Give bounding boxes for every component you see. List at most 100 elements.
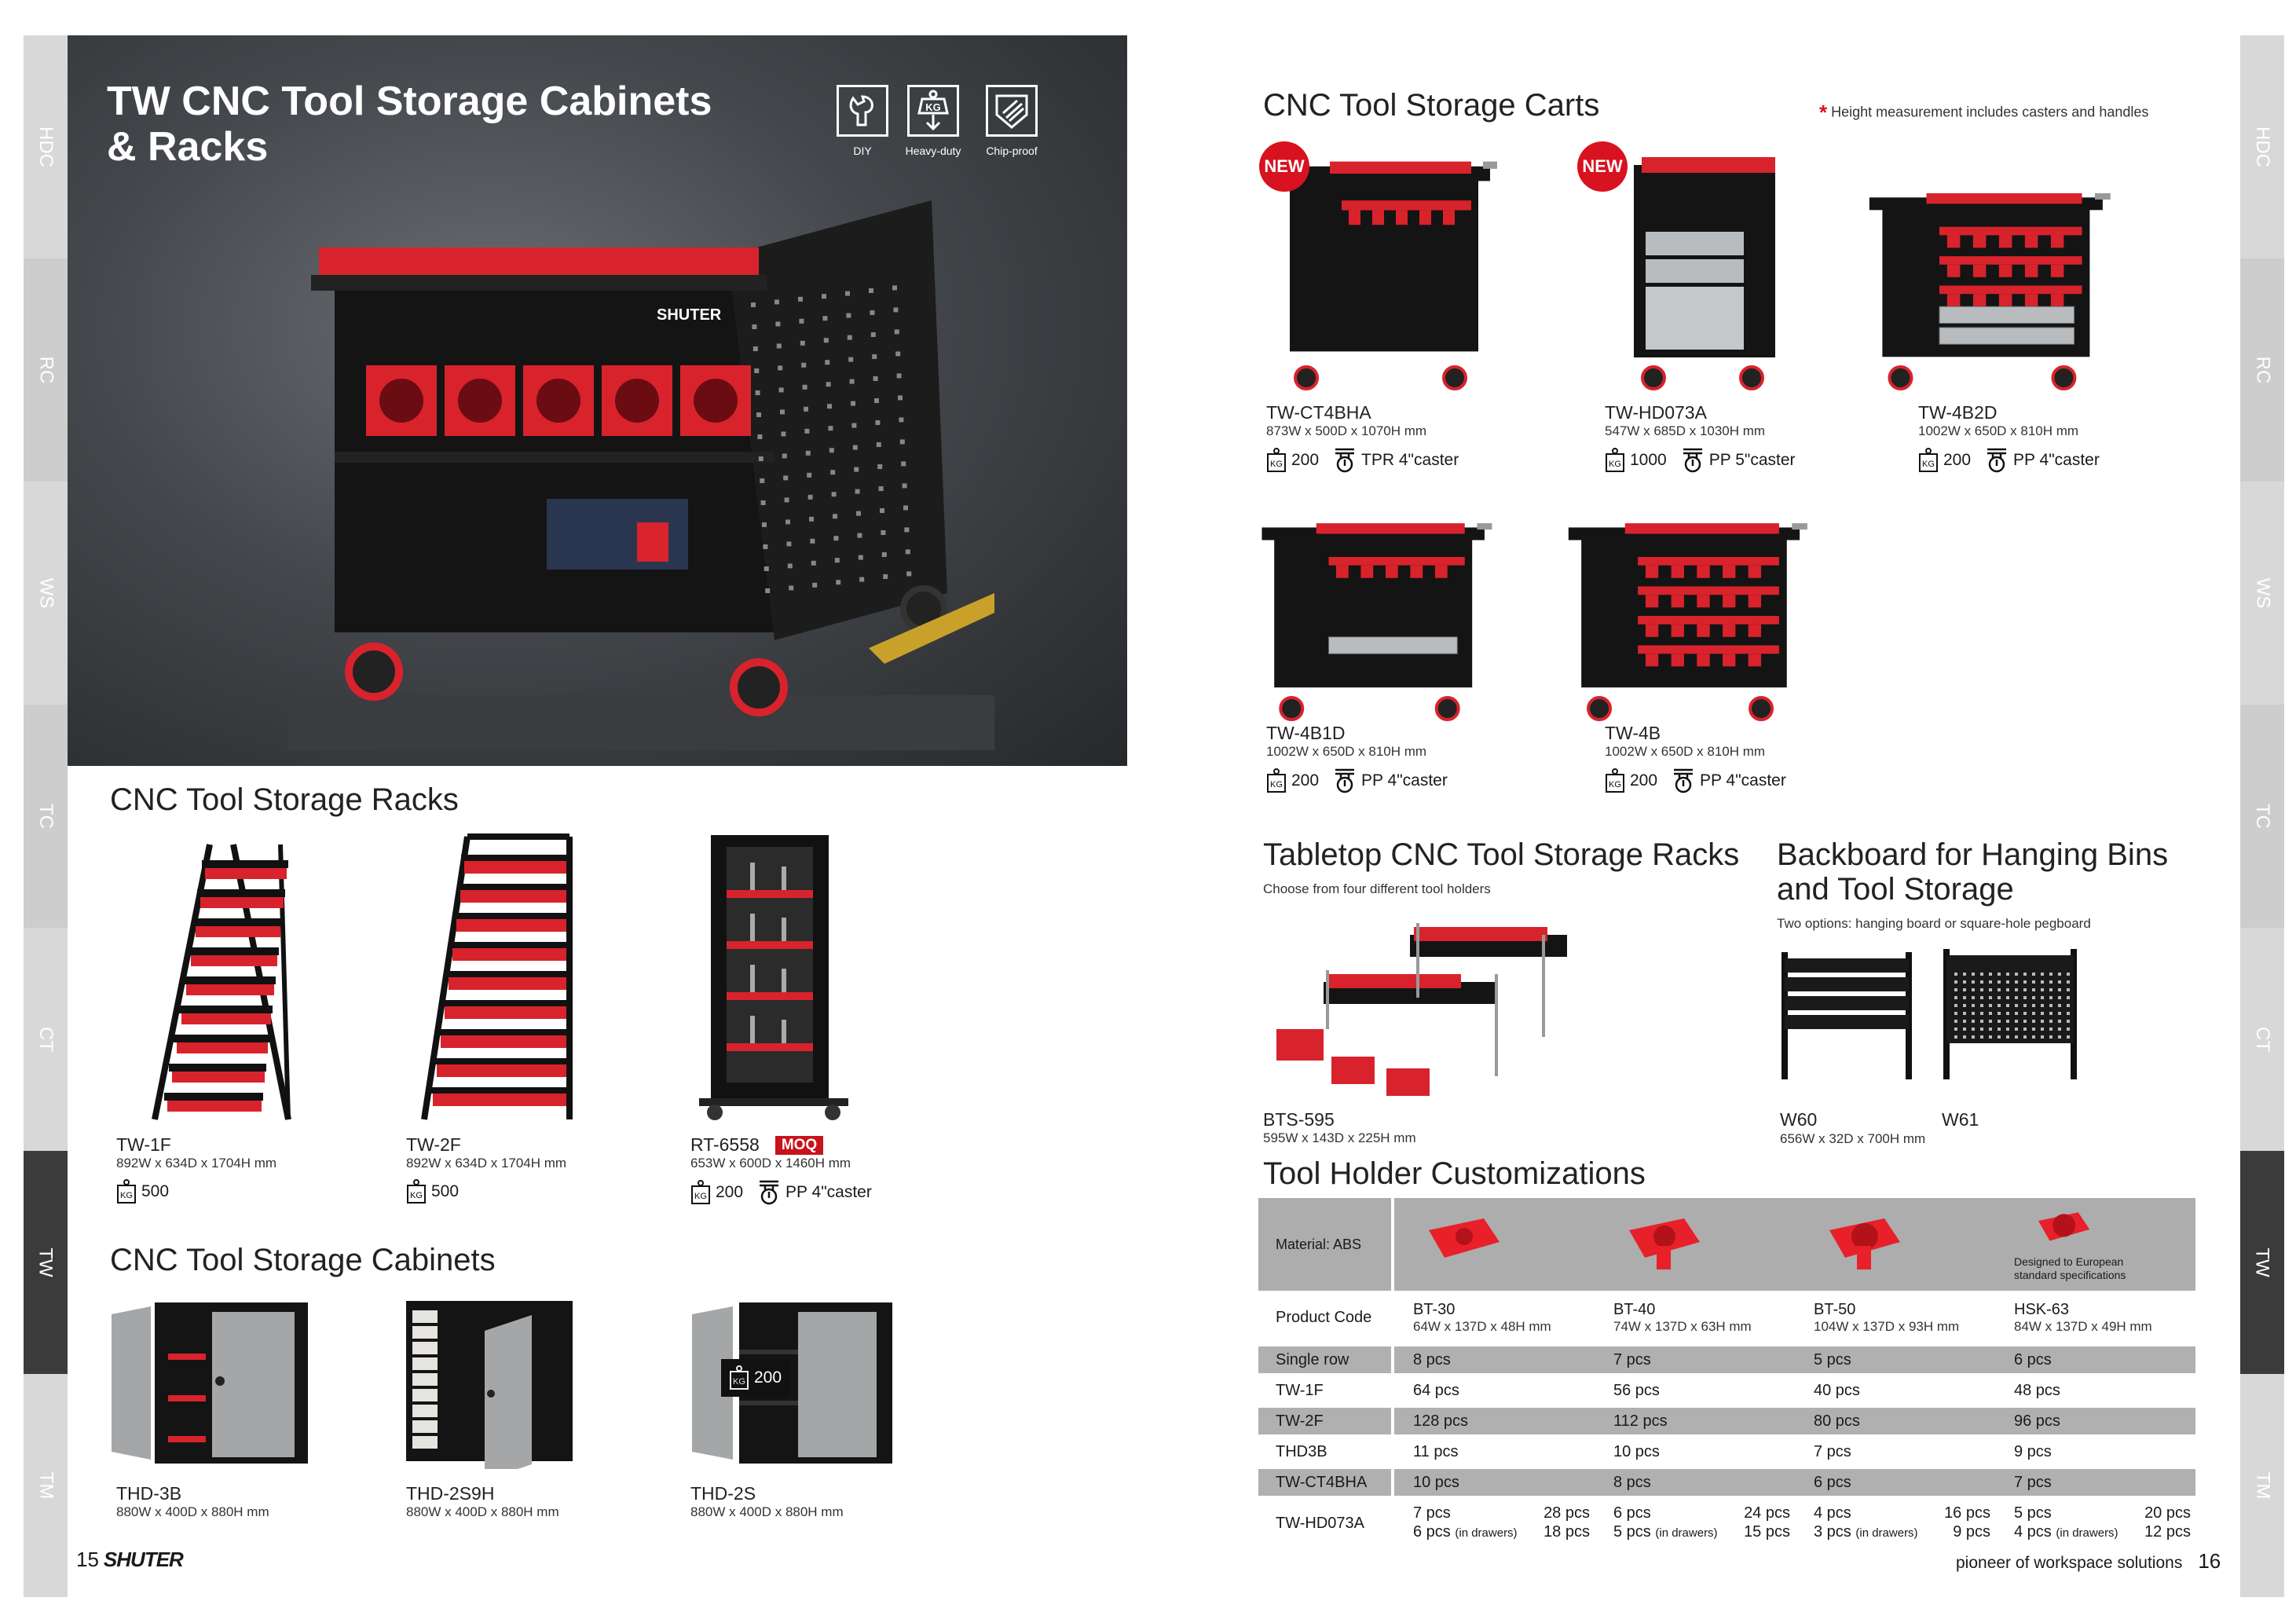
tw-2f-image (412, 833, 581, 1123)
side-tab-ct[interactable]: CT (24, 928, 68, 1151)
tab-label: WS (35, 577, 57, 609)
quantity-cell: 112 pcs (1613, 1412, 1668, 1430)
quantity-cell: 11 pcs (1413, 1442, 1459, 1460)
brand-logo: SHUTER (103, 1548, 184, 1571)
product-code: BTS-595 (1263, 1109, 1335, 1130)
load-value: 200 (1291, 451, 1320, 469)
bt-40-image (1595, 1211, 1795, 1278)
tab-label: CT (35, 1027, 57, 1052)
side-tab-hdc[interactable]: HDC (2240, 35, 2284, 258)
product-code-w61[interactable]: W61 (1942, 1109, 1979, 1130)
quantity-cell: 56 pcs (1613, 1381, 1660, 1399)
holder-code: BT-30 (1413, 1300, 1456, 1318)
drawer-qty: 5 pcs (1613, 1523, 1651, 1541)
side-tab-rc[interactable]: RC (24, 258, 68, 482)
moq-badge: MOQ (774, 1135, 824, 1155)
caster-icon (1333, 768, 1357, 794)
drawer-note: (in drawers) (1455, 1526, 1518, 1540)
load-value: 200 (1943, 451, 1972, 469)
svg-text:KG: KG (120, 1191, 133, 1200)
quantity-cell: 128 pcs (1413, 1412, 1469, 1430)
caster-icon (757, 1179, 781, 1206)
page-number: 15 (76, 1548, 99, 1571)
product-code-w60[interactable]: W60 (1780, 1109, 1818, 1130)
drawer-note: (in drawers) (1855, 1526, 1918, 1540)
side-tab-rc[interactable]: RC (2240, 258, 2284, 482)
caster-value: PP 4"caster (2013, 451, 2100, 469)
per-row-qty: 7 pcs (1413, 1504, 1451, 1522)
total-qty: 16 pcs (1944, 1504, 1990, 1522)
holder-dims: 64W x 137D x 48H mm (1413, 1318, 1551, 1334)
tab-label: TC (35, 804, 57, 829)
side-tab-tm[interactable]: TM (24, 1374, 68, 1597)
side-tab-ws[interactable]: WS (2240, 482, 2284, 705)
caster-icon (1985, 447, 2009, 474)
quantity-cell: 8 pcs (1613, 1473, 1651, 1491)
weight-kg-icon: KG (907, 85, 959, 137)
side-tab-tc[interactable]: TC (2240, 705, 2284, 928)
weight-kg-icon: KG (690, 1180, 711, 1205)
side-tabs-right: HDC RC WS TC CT TW TM (2240, 35, 2284, 1597)
weight-kg-icon: KG (729, 1365, 749, 1390)
quantity-cell: 7 pcs (1814, 1442, 1851, 1460)
holder-code: HSK-63 (2014, 1300, 2070, 1318)
rt-6558-image (695, 831, 852, 1122)
product-code-label: Product Code (1276, 1308, 1372, 1326)
backboard-title-line2: and Tool Storage (1777, 872, 2014, 907)
side-tab-tw[interactable]: TW (2240, 1151, 2284, 1374)
product-code: TW-HD073A (1605, 402, 1707, 423)
product-code: TW-2F (406, 1134, 461, 1155)
page-number: 16 (2198, 1549, 2221, 1573)
product-dims: 547W x 685D x 1030H mm (1605, 423, 1766, 438)
per-row-qty: 5 pcs (2014, 1504, 2052, 1522)
feature-label: Heavy-duty (905, 145, 961, 157)
caster-icon (1672, 768, 1695, 794)
product-dims: 653W x 600D x 1460H mm (690, 1156, 851, 1171)
holder-dims: 104W x 137D x 93H mm (1814, 1318, 1960, 1334)
feature-chip-proof: Chip-proof (983, 85, 1040, 157)
quantity-cell: 10 pcs (1413, 1473, 1459, 1491)
product-code: THD-3B (116, 1483, 182, 1504)
product-dims: 1002W x 650D x 810H mm (1605, 744, 1766, 759)
w61-image (1943, 949, 2077, 1079)
caster-icon (1333, 447, 1357, 474)
side-tab-hdc[interactable]: HDC (24, 35, 68, 258)
quantity-cell: 6 pcs (2014, 1350, 2052, 1368)
tw-hd073a-image (1618, 157, 1783, 390)
side-tab-tc[interactable]: TC (24, 705, 68, 928)
backboard-title-line1: Backboard for Hanging Bins (1777, 837, 2169, 872)
side-tab-tm[interactable]: TM (2240, 1374, 2284, 1597)
side-tab-tw[interactable]: TW (24, 1151, 68, 1374)
row-label: TW-HD073A (1276, 1514, 1364, 1532)
bt-30-image (1394, 1211, 1595, 1278)
side-tab-ws[interactable]: WS (24, 482, 68, 705)
tab-label: HDC (2252, 126, 2273, 167)
side-tab-ct[interactable]: CT (2240, 928, 2284, 1151)
quantity-cell: 8 pcs (1413, 1350, 1451, 1368)
hero-title-line1: TW CNC Tool Storage Cabinets (107, 79, 712, 124)
new-badge: NEW (1259, 141, 1309, 192)
backboard-subtitle: Two options: hanging board or square-hol… (1777, 916, 2091, 931)
material-label: Material: ABS (1258, 1198, 1391, 1291)
